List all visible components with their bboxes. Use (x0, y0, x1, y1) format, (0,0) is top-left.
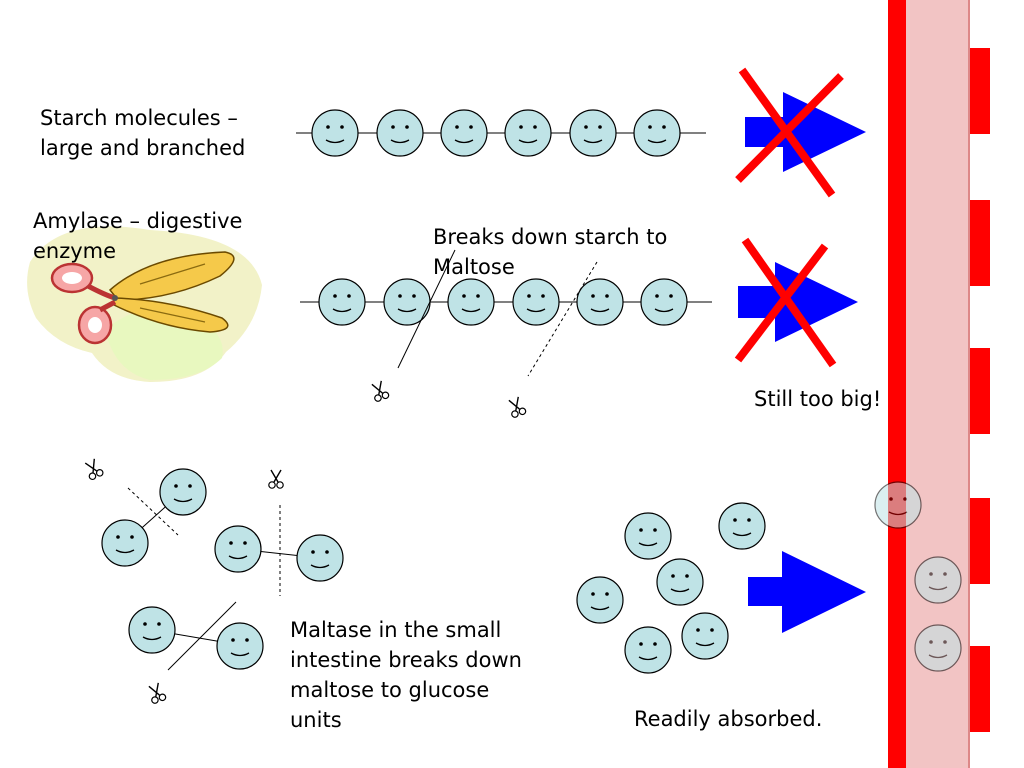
smiley-face-icon (681, 612, 729, 660)
maltose-chain (300, 249, 712, 419)
starch-chain (296, 109, 706, 157)
scissors-icon (268, 469, 284, 489)
smiley-face-icon (512, 278, 560, 326)
red-cross-icon (734, 237, 837, 368)
blocked-arrow-2 (734, 237, 858, 368)
scissors-icon (82, 457, 105, 482)
smiley-face-icon (914, 556, 962, 604)
smiley-face-icon (128, 606, 176, 654)
smiley-face-icon (376, 109, 424, 157)
breaks-down-label-line: Maltose (433, 255, 515, 279)
absorbed-arrow (748, 551, 866, 633)
smiley-face-icon (624, 512, 672, 560)
amylase-label: Amylase – digestive enzyme (33, 206, 242, 266)
amylase-label-line: Amylase – digestive (33, 209, 243, 233)
readily-absorbed-label: Readily absorbed. (634, 707, 823, 731)
smiley-face-icon (311, 109, 359, 157)
smiley-face-icon (569, 109, 617, 157)
maltase-label-line: maltose to glucose (290, 678, 490, 702)
smiley-face-icon (504, 109, 552, 157)
maltase-label-line: units (290, 708, 342, 732)
glucose-cluster (576, 502, 766, 674)
smiley-face-icon (440, 109, 488, 157)
maltase-label-line: Maltase in the small (290, 618, 502, 642)
scissors-icon (506, 395, 528, 419)
starch-label-line: large and branched (40, 136, 246, 160)
smiley-face-icon (214, 525, 262, 573)
smiley-face-icon (159, 468, 207, 516)
smiley-face-icon (640, 278, 688, 326)
still-too-big-label: Still too big! (754, 387, 882, 411)
smiley-face-icon (383, 278, 431, 326)
smiley-face-icon (447, 278, 495, 326)
breaks-down-label: Breaks down starch to Maltose (433, 222, 667, 282)
smiley-face-icon (624, 626, 672, 674)
smiley-face-icon (296, 534, 344, 582)
smiley-face-icon (216, 622, 264, 670)
starch-label-line: Starch molecules – (40, 106, 238, 130)
smiley-face-icon (633, 109, 681, 157)
starch-label: Starch molecules – large and branched (40, 103, 245, 163)
scissors-icon (369, 379, 391, 403)
smiley-face-icon (318, 278, 366, 326)
smiley-face-icon (656, 558, 704, 606)
amylase-label-line: enzyme (33, 239, 117, 263)
blocked-arrow-1 (735, 67, 866, 198)
maltase-label: Maltase in the small intestine breaks do… (290, 615, 522, 735)
smiley-face-icon (576, 278, 624, 326)
maltose-pairs (82, 457, 344, 705)
smiley-face-icon (914, 624, 962, 672)
smiley-face-icon (718, 502, 766, 550)
scissors-clipart (27, 226, 262, 382)
scissors-icon (146, 681, 168, 705)
red-cross-icon (735, 67, 844, 198)
breaks-down-label-line: Breaks down starch to (433, 225, 668, 249)
smiley-face-icon (874, 481, 922, 529)
smiley-face-icon (101, 519, 149, 567)
smiley-face-icon (576, 576, 624, 624)
maltase-label-line: intestine breaks down (290, 648, 522, 672)
